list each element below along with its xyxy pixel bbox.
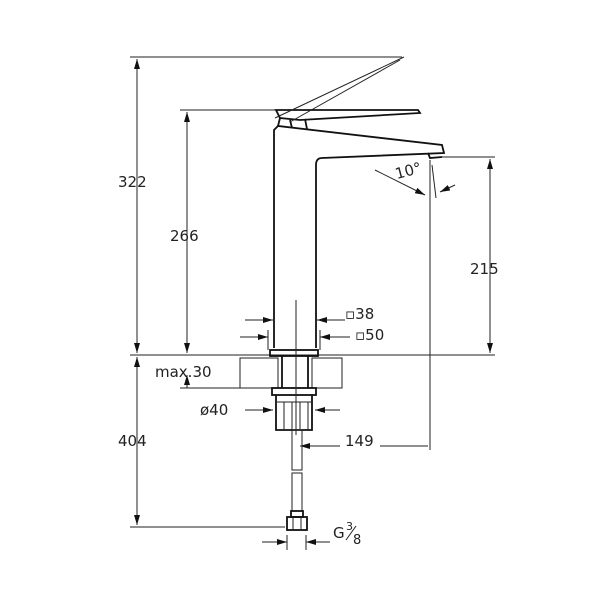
thread-denominator: 8 — [353, 533, 361, 548]
extension-lines — [130, 56, 495, 528]
max-thickness-label: max.30 — [155, 363, 212, 381]
dimension-lines — [134, 59, 493, 550]
handle-height-label: 266 — [170, 227, 199, 245]
total-height-label: 322 — [118, 173, 147, 191]
thread-letter: G — [333, 524, 345, 542]
spout-reach-label: 149 — [345, 432, 374, 450]
base-square-label: ▫50 — [355, 326, 384, 344]
spout-angle-label: 10° — [393, 159, 423, 183]
hole-diameter-label: ø40 — [200, 401, 228, 419]
below-height-label: 404 — [118, 432, 147, 450]
hose — [286, 429, 308, 531]
spout-height-label: 215 — [470, 260, 499, 278]
thread-label: G 3 8 — [333, 520, 361, 548]
thread-numerator: 3 — [346, 520, 353, 533]
faucet-body — [269, 56, 446, 435]
countertop-section — [239, 357, 343, 389]
body-square-label: ▫38 — [345, 305, 374, 323]
